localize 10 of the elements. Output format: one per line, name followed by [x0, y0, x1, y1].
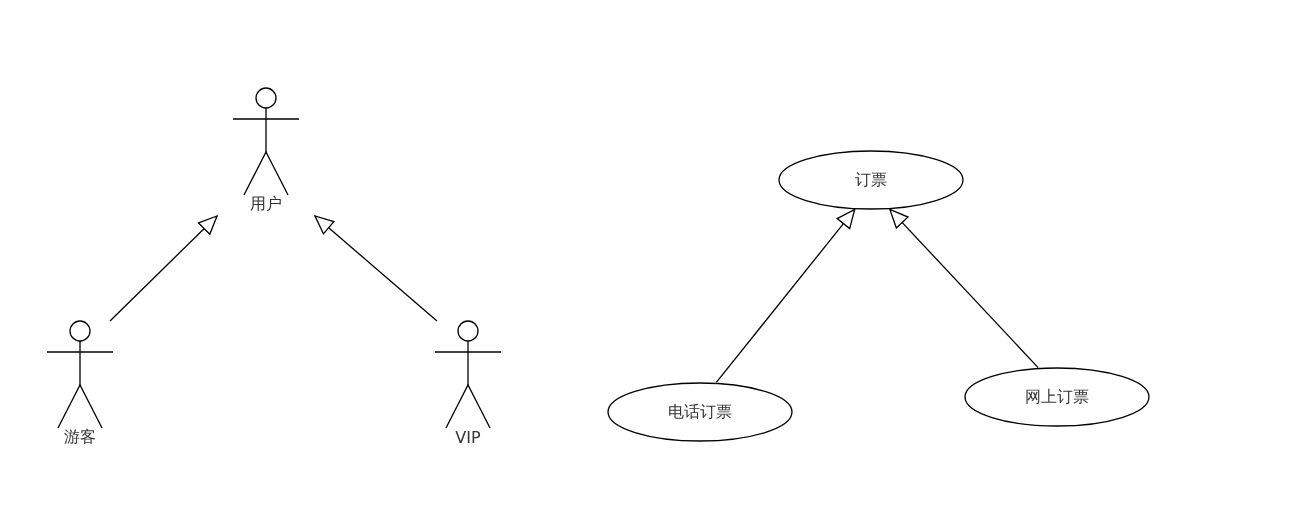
generalization-arrow [715, 208, 856, 384]
generalization-arrow [314, 215, 438, 322]
use-case-label: 订票 [855, 169, 887, 191]
use-case-label: 电话订票 [668, 401, 732, 423]
generalization-arrow [109, 215, 218, 322]
actor-label: VIP [455, 427, 481, 447]
actor-label: 用户 [250, 193, 282, 215]
generalization-arrow [889, 208, 1039, 369]
use-case-label: 网上订票 [1025, 386, 1089, 408]
actor-label: 游客 [64, 426, 96, 448]
